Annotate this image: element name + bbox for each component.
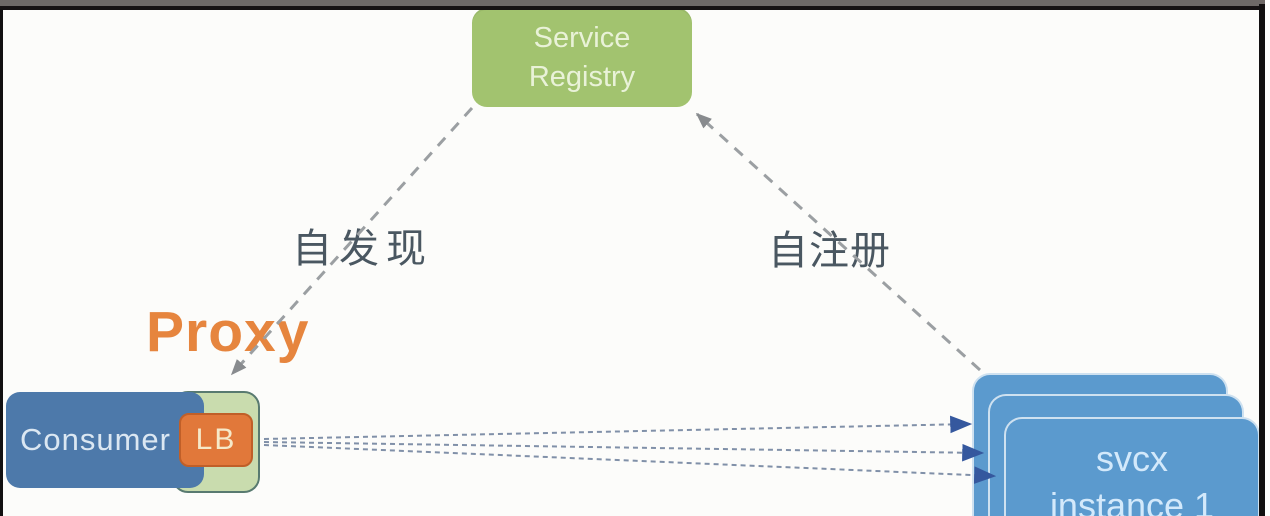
- lb-to-instance-edge-1: [263, 415, 973, 440]
- instance-label-line1: svcx: [1096, 438, 1168, 479]
- service-registry-label-line2: Registry: [528, 60, 636, 93]
- self-discovery-edge-label: 自发现: [292, 227, 433, 271]
- self-registration-edge-label: 自注册: [768, 229, 891, 273]
- consumer-node: Consumer: [6, 392, 204, 488]
- service-registry-node: Service Registry: [472, 8, 692, 107]
- frame-right-margin: [1265, 0, 1270, 516]
- proxy-caption: Proxy: [146, 300, 310, 364]
- frame-left-border: [0, 9, 3, 516]
- service-registry-label-line1: Service: [533, 21, 631, 54]
- frame-right-border: [1259, 4, 1265, 516]
- load-balancer-label: LB: [195, 423, 237, 456]
- lb-to-instance-edge-2: [263, 441, 985, 462]
- window-top-bar: [0, 0, 1270, 6]
- window-top-bar-line: [0, 6, 1270, 10]
- instance-label-line2: instance 1: [1049, 485, 1215, 516]
- lb-to-instance-edge-3: [263, 444, 997, 484]
- instance-card-front: svcx instance 1: [1004, 417, 1260, 516]
- load-balancer-node: LB: [179, 413, 253, 467]
- consumer-label: Consumer: [20, 422, 171, 457]
